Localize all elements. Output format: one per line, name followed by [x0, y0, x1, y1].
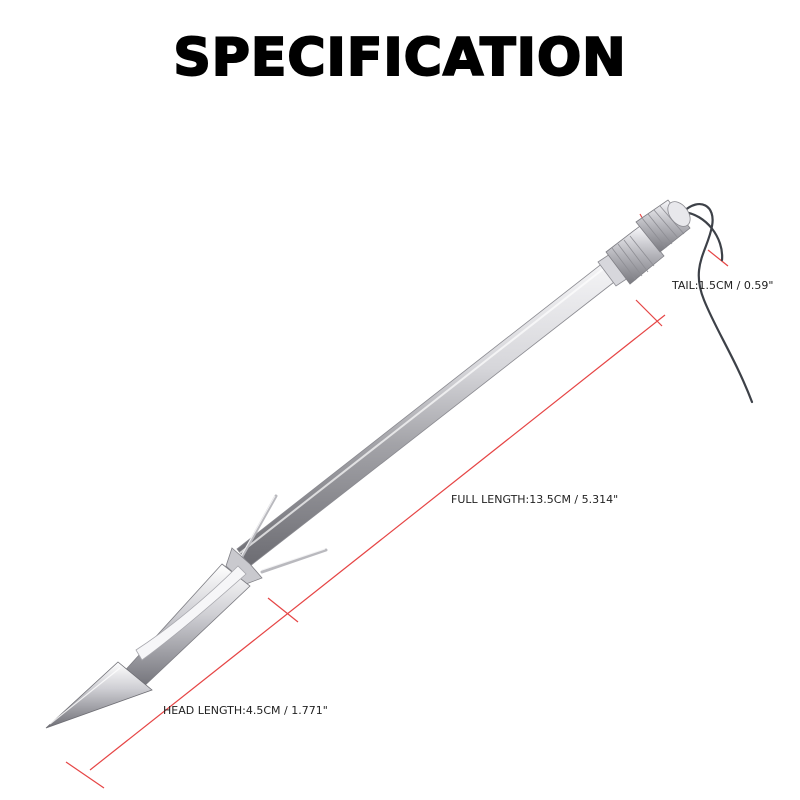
full-length-label: FULL LENGTH:13.5CM / 5.314" [451, 493, 619, 506]
tail-tick-bottom [707, 249, 729, 267]
head-length-label: HEAD LENGTH:4.5CM / 1.771" [163, 704, 328, 717]
bottom-tick [65, 761, 105, 789]
barb-wires [238, 494, 328, 574]
head-tick [267, 597, 299, 623]
dimension-lines [65, 213, 729, 789]
full-length-tick-top [635, 299, 663, 327]
page-title: SPECIFICATION [172, 27, 627, 89]
tail-length-label: TAIL:1.5CM / 0.59" [672, 279, 774, 292]
full-length-dimension-line [89, 314, 666, 771]
arrow-head [45, 563, 251, 729]
collar-ring [225, 547, 263, 585]
tail-cord [681, 203, 754, 404]
arrow-shaft [236, 261, 619, 567]
tail-cap [597, 199, 691, 287]
